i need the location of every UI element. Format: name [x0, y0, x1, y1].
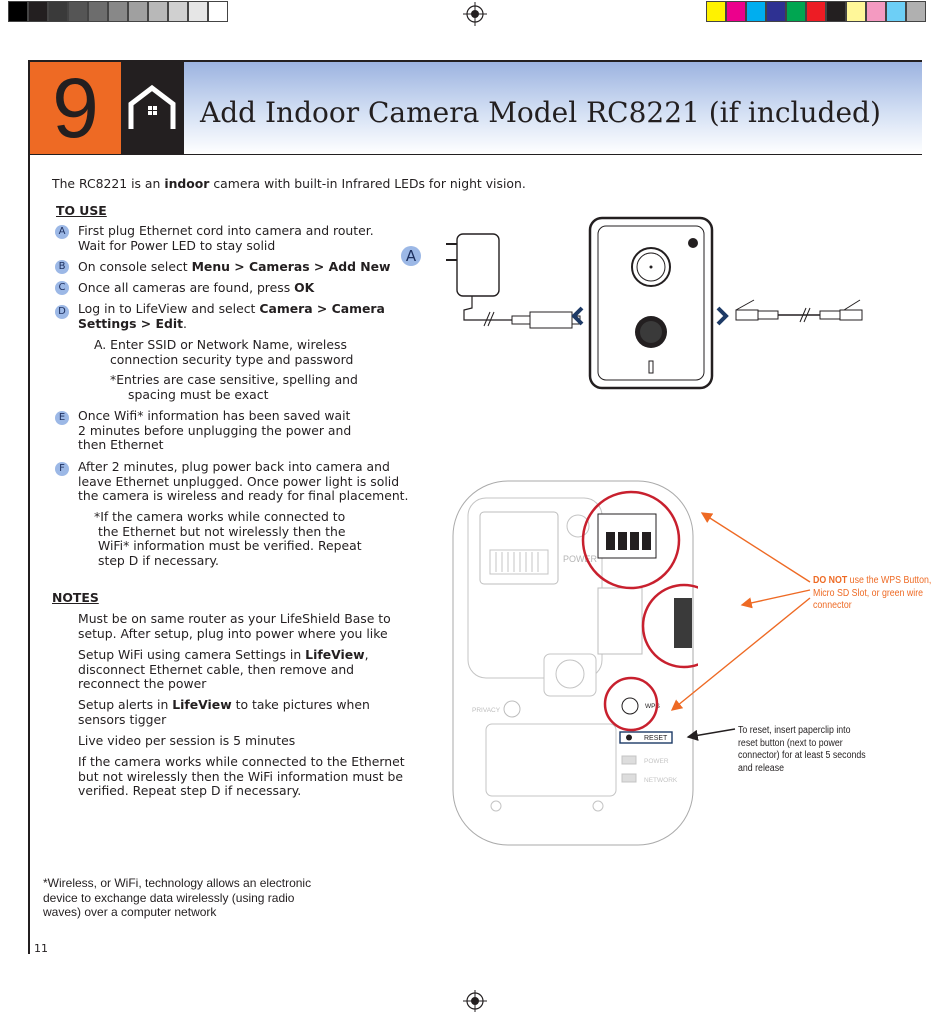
network-led-label: NETWORK — [644, 777, 678, 784]
note-3: Setup alerts in LifeView to take picture… — [78, 697, 370, 727]
cmyk-color-bar — [706, 1, 926, 22]
to-use-heading: TO USE — [56, 203, 107, 218]
note-2: Setup WiFi using camera Settings in Life… — [78, 647, 369, 691]
privacy-label: PRIVACY — [472, 707, 501, 714]
wireless-footnote: *Wireless, or WiFi, technology allows an… — [43, 876, 312, 919]
reset-instructions-callout: To reset, insert paperclip into reset bu… — [738, 725, 866, 774]
step-e-text: Once Wifi* information has been saved wa… — [78, 408, 352, 452]
note-4: Live video per session is 5 minutes — [78, 733, 296, 748]
step-c-text: Once all cameras are found, press OK — [78, 280, 315, 295]
step-d-sub-text: A. Enter SSID or Network Name, wireless … — [94, 337, 358, 402]
diagram-label-a: A — [401, 246, 421, 266]
power-port-label: POWER — [563, 554, 598, 564]
reset-label: RESET — [644, 735, 668, 742]
camera-icon — [588, 216, 714, 390]
power-adapter-icon — [446, 233, 581, 329]
step-f-text: After 2 minutes, plug power back into ca… — [78, 459, 409, 503]
power-led-label: POWER — [644, 758, 669, 765]
step-badge-d: D — [55, 305, 69, 319]
notes-heading: NOTES — [52, 590, 99, 605]
ethernet-cable-icon — [735, 299, 863, 323]
camera-back-diagram: POWER PRIVACY WPS RESET POWER NETWORK — [452, 480, 698, 846]
connection-diagram — [446, 216, 863, 390]
step-b-text: On console select Menu > Cameras > Add N… — [78, 259, 391, 274]
header-band — [184, 62, 922, 154]
wps-warning-callout: DO NOT use the WPS Button, Micro SD Slot… — [813, 575, 932, 611]
step-badge-b: B — [55, 260, 69, 274]
step-badge-e: E — [55, 411, 69, 425]
note-1: Must be on same router as your LifeShiel… — [78, 611, 391, 641]
callout-arrows — [670, 512, 811, 741]
intro-text: The RC8221 is an indoor camera with buil… — [52, 176, 526, 191]
step-badge-f: F — [55, 462, 69, 476]
wps-label: WPS — [645, 703, 660, 710]
left-rule — [28, 62, 30, 954]
step-badge-a: A — [55, 225, 69, 239]
top-rule — [28, 60, 922, 62]
registration-mark-icon — [463, 2, 487, 26]
step-number: 9 — [30, 62, 121, 154]
home-tile — [121, 62, 184, 154]
step-d-text: Log in to LifeView and select Camera > C… — [78, 301, 385, 331]
step-f-note: *If the camera works while connected to … — [94, 509, 362, 568]
page-title: Add Indoor Camera Model RC8221 (if inclu… — [200, 96, 881, 129]
home-icon — [128, 84, 176, 129]
page-number: 11 — [34, 942, 48, 955]
header-divider — [30, 154, 922, 155]
note-5: If the camera works while connected to t… — [78, 754, 405, 798]
step-badge-c: C — [55, 281, 69, 295]
registration-mark-icon — [463, 990, 487, 1012]
step-a-text: First plug Ethernet cord into camera and… — [78, 223, 374, 253]
grayscale-color-bar — [8, 1, 228, 22]
